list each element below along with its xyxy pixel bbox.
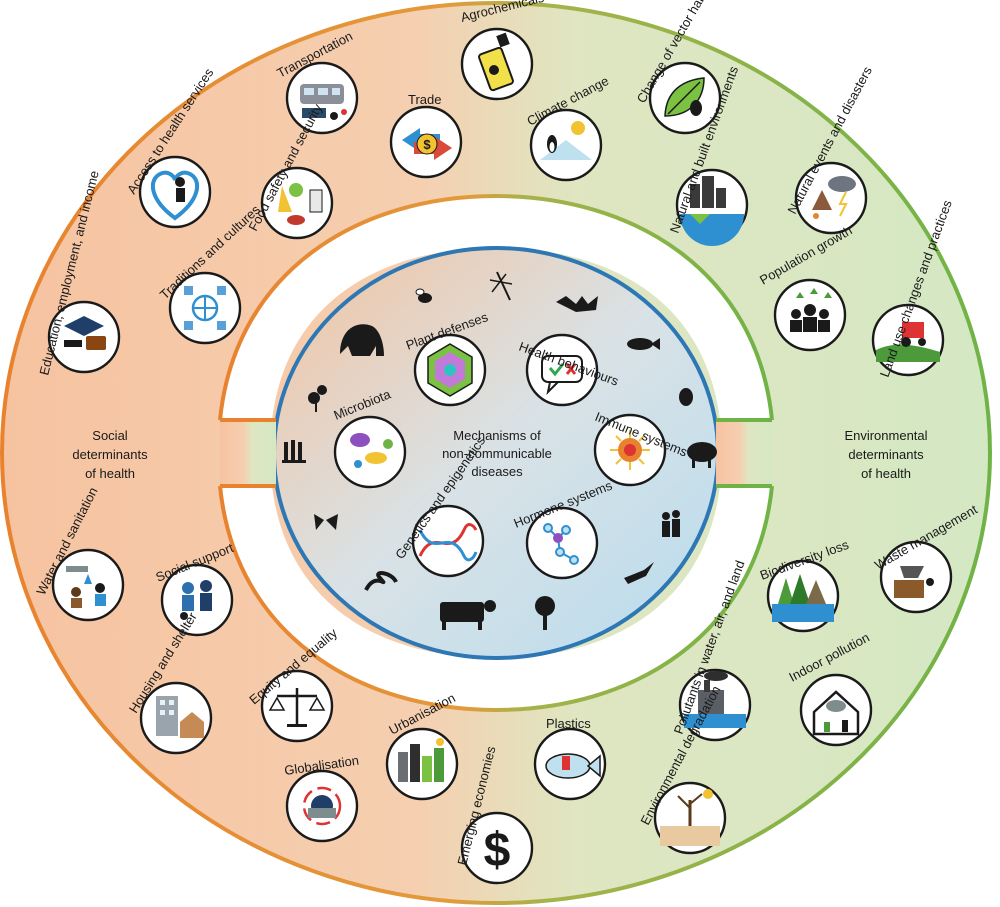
upper-divider — [218, 193, 774, 421]
center-label-line1: Mechanisms of — [453, 428, 541, 443]
gorilla-icon — [340, 324, 384, 356]
environment-label-line1: Environmental — [844, 428, 927, 443]
sheep-icon — [687, 442, 717, 468]
environment-label-line2: determinants — [848, 447, 924, 462]
left-bridge — [220, 420, 276, 486]
node-plastics: Plastics — [533, 716, 607, 801]
bat-icon — [556, 296, 598, 312]
people-icon — [662, 510, 680, 537]
social-label-line3: of health — [85, 466, 135, 481]
bee-icon — [415, 288, 432, 303]
social-label-line1: Social — [92, 428, 128, 443]
label-trade: Trade — [408, 92, 441, 107]
node-globalisation: Globalisation — [283, 753, 360, 843]
upper-gap — [220, 196, 772, 420]
wheat-icon — [282, 440, 306, 463]
svg-text:$: $ — [484, 824, 511, 877]
center-label-line2: non-communicable — [442, 446, 552, 461]
tree-icon — [535, 596, 555, 630]
snake-icon — [364, 571, 398, 592]
label-plastics: Plastics — [546, 716, 591, 731]
node-trade: $ Trade — [389, 92, 463, 179]
bird-icon — [624, 562, 654, 584]
mosquito-icon — [489, 271, 513, 301]
social-label-line2: determinants — [72, 447, 148, 462]
butterfly-icon — [314, 514, 338, 530]
lower-divider — [218, 485, 774, 713]
right-bridge — [716, 420, 772, 486]
center-label-line3: diseases — [471, 464, 523, 479]
environment-label-line3: of health — [861, 466, 911, 481]
cow-icon — [440, 600, 496, 630]
svg-text:$: $ — [423, 137, 431, 152]
lower-gap — [220, 486, 772, 710]
flower-icon — [308, 385, 327, 412]
fish-icon — [627, 338, 660, 350]
beetle-icon — [679, 388, 693, 406]
